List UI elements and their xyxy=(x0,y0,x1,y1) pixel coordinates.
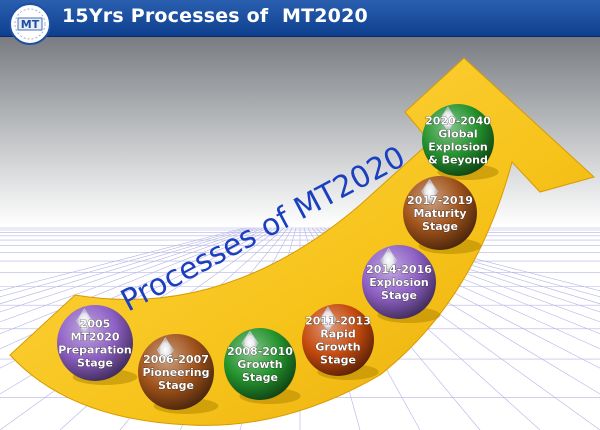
ball-sphere xyxy=(224,328,296,400)
stage-label-line: Explosion xyxy=(369,276,429,289)
stage-label-line: Explosion xyxy=(428,141,488,154)
stage-label-line: 2020-2040 xyxy=(425,115,491,128)
diamond-icon xyxy=(319,306,337,332)
mt2020-logo: MT xyxy=(9,3,51,45)
stage-label-line: Maturity xyxy=(413,207,466,220)
stage-label-line: Stage xyxy=(381,289,417,302)
stage-label-line: Rapid xyxy=(320,328,355,341)
stage-label-line: & Beyond xyxy=(428,154,488,167)
stage-label-line: Global xyxy=(438,128,477,141)
stage-label-line: 2011-2013 xyxy=(305,315,371,328)
ball-sphere xyxy=(403,176,477,250)
ball-sphere xyxy=(138,334,214,410)
logo-text: MT xyxy=(21,18,40,31)
stage-label-line: 2006-2007 xyxy=(143,353,209,366)
stage-label-line: Stage xyxy=(77,357,113,370)
ball-sphere xyxy=(422,104,494,176)
stage-label-line: Preparation xyxy=(58,344,132,357)
diamond-icon xyxy=(421,178,439,205)
stage-label-line: Growth xyxy=(315,341,360,354)
diamond-icon xyxy=(380,247,398,274)
ball-sphere xyxy=(302,304,374,376)
stage-label-line: Stage xyxy=(320,354,356,367)
stage-label-line: Stage xyxy=(158,379,194,392)
stage-label-line: 2017-2019 xyxy=(407,194,473,207)
stage-label-line: 2005 xyxy=(80,318,111,331)
stage-label-line: 2008-2010 xyxy=(227,345,293,358)
diamond-icon xyxy=(156,337,174,363)
title-bar: 15Yrs Processes of MT2020 xyxy=(0,0,600,37)
diamond-icon xyxy=(75,308,93,334)
stage-label-line: 2014-2016 xyxy=(366,263,432,276)
stage-label-line: MT2020 xyxy=(70,331,119,344)
page-title: 15Yrs Processes of MT2020 xyxy=(62,5,368,27)
diamond-icon xyxy=(439,106,457,132)
stage-label-line: Stage xyxy=(242,371,278,384)
stage-label-line: Pioneering xyxy=(142,366,209,379)
stage-label-line: Stage xyxy=(422,220,458,233)
ball-sphere xyxy=(57,305,133,381)
ball-sphere xyxy=(362,245,436,319)
diamond-icon xyxy=(241,330,259,356)
stage-label-line: Growth xyxy=(237,358,282,371)
